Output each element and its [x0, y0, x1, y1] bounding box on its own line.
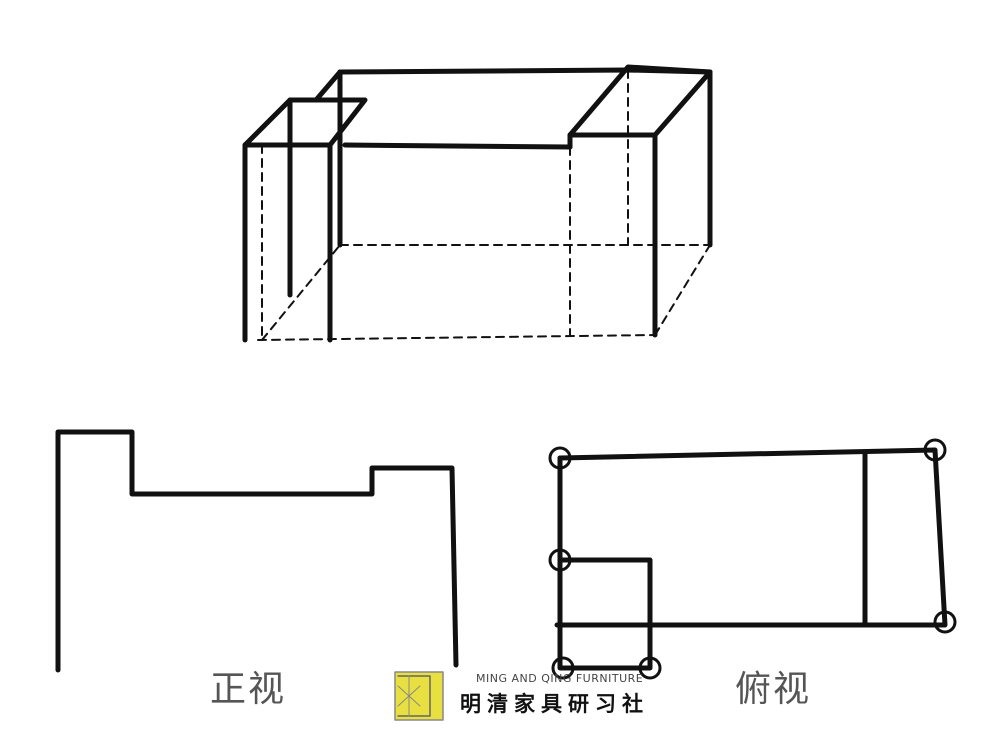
logo-english-text: MING AND QING FURNITURE — [476, 672, 644, 685]
logo-icon — [394, 671, 444, 721]
top-view — [548, 438, 957, 680]
front-view — [55, 429, 459, 673]
isometric-view — [242, 64, 713, 343]
front-view-label: 正视 — [210, 669, 287, 710]
logo-chinese-text: 明清家具研习社 — [460, 691, 649, 716]
top-view-label: 俯视 — [735, 669, 812, 710]
